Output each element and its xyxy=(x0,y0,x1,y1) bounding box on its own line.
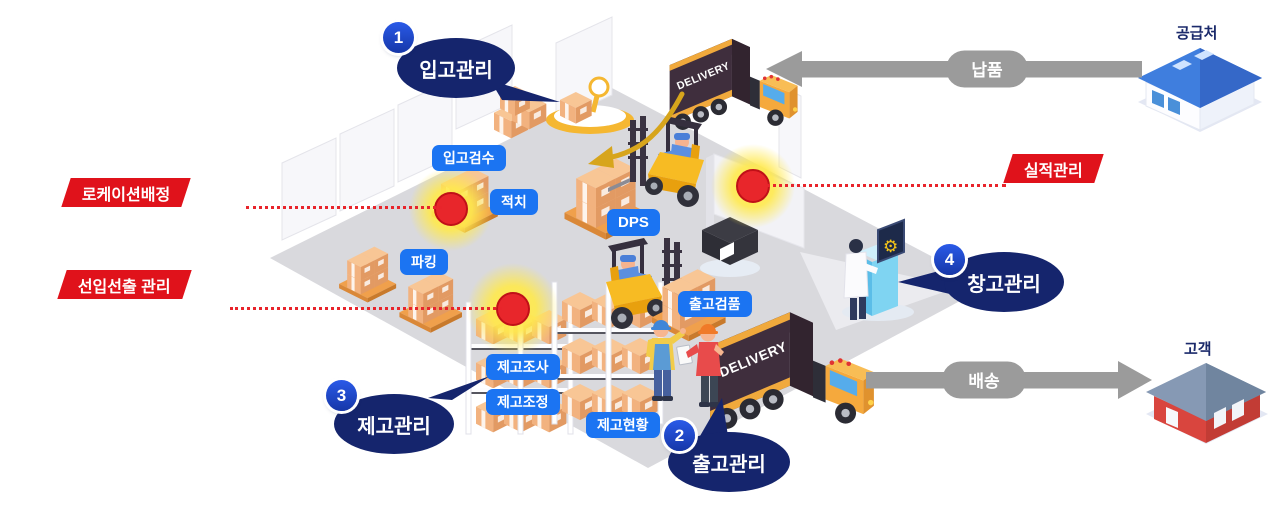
worker-picker xyxy=(646,320,686,401)
badge-step-2: 2 xyxy=(664,420,695,451)
management-kiosk: ⚙ xyxy=(842,218,914,321)
badge-step-1: 1 xyxy=(383,22,414,53)
bubble-inventory-tail xyxy=(428,376,490,400)
bubble-inbound-tail xyxy=(490,80,560,102)
tag-picking: 파킹 xyxy=(400,249,448,275)
alert-dot-location xyxy=(409,167,493,251)
label-fifo-management: 선입선출 관리 xyxy=(57,270,192,299)
weighing-scale xyxy=(494,76,634,139)
dotted-line-location xyxy=(246,206,442,209)
inbound-delivery-truck xyxy=(669,38,798,130)
dotted-line-fifo xyxy=(230,307,502,310)
tag-inbound-inspection: 입고검수 xyxy=(432,145,506,171)
inbound-path-arrow xyxy=(588,91,685,168)
supply-flow-label: 납품 xyxy=(971,61,1003,80)
tag-outbound-inspection: 출고검품 xyxy=(678,291,752,317)
label-location-assignment: 로케이션배정 xyxy=(61,178,192,207)
tag-stock-survey: 제고조사 xyxy=(486,354,560,380)
supplier-building xyxy=(1138,48,1262,132)
gear-icon: ⚙ xyxy=(883,237,898,256)
bubble-inventory-management: 제고관리 xyxy=(334,394,454,454)
bubble-inbound-management: 입고관리 xyxy=(397,38,515,98)
alert-dot-fifo xyxy=(467,263,559,355)
customer-building xyxy=(1146,363,1268,444)
tag-stock-status: 제고현황 xyxy=(586,412,660,438)
bubble-warehouse-management: 창고관리 xyxy=(944,252,1064,312)
shipping-flow-label: 배송 xyxy=(968,372,1000,391)
entity-supplier: 공급처 xyxy=(1176,25,1218,42)
tag-dps: DPS xyxy=(607,209,660,236)
worker-checker xyxy=(676,324,724,407)
bubble-outbound-tail xyxy=(700,398,728,436)
shipping-flow-arrow: 배송 xyxy=(866,361,1152,399)
alert-dot-performance xyxy=(711,144,795,228)
tag-putaway: 적치 xyxy=(490,189,538,215)
entity-customer: 고객 xyxy=(1184,341,1212,358)
label-performance-management: 실적관리 xyxy=(1003,154,1104,183)
supply-flow-arrow: 납품 xyxy=(766,50,1142,88)
bubble-warehouse-tail xyxy=(898,268,950,294)
badge-step-4: 4 xyxy=(934,244,965,275)
badge-step-3: 3 xyxy=(326,380,357,411)
tag-stock-adjustment: 제고조정 xyxy=(486,389,560,415)
dotted-line-performance xyxy=(766,184,1006,187)
